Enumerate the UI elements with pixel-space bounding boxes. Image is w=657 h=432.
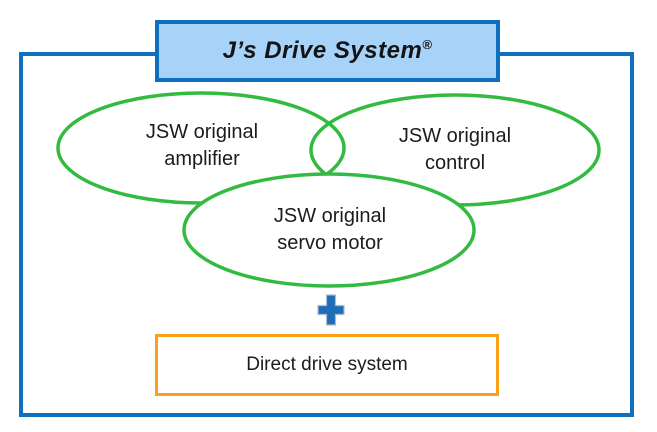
control-label: JSW original control: [398, 125, 512, 174]
amplifier-label: JSW original amplifier: [145, 121, 259, 170]
title-box: J’s Drive System®: [155, 20, 500, 82]
plus-icon: [317, 294, 345, 326]
servo-motor-label: JSW original servo motor: [273, 205, 387, 254]
registered-trademark-symbol: ®: [422, 37, 433, 52]
direct-drive-box: Direct drive system: [155, 334, 499, 396]
ellipse-servo-motor: [182, 172, 476, 288]
page-title: J’s Drive System®: [223, 37, 433, 65]
direct-drive-label: Direct drive system: [246, 354, 408, 375]
title-label: J’s Drive System: [222, 37, 423, 64]
